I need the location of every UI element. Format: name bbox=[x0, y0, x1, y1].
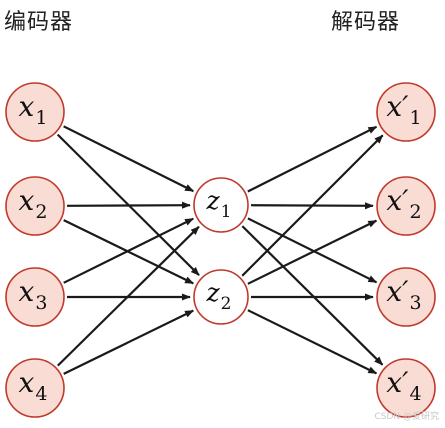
edge-z1-to-xp1 bbox=[247, 125, 378, 193]
latent-node-circle bbox=[193, 269, 249, 325]
input-node-label: x4 bbox=[19, 366, 48, 405]
input-node-circle bbox=[5, 358, 65, 418]
edge-z1-to-xp3 bbox=[247, 217, 378, 284]
node-symbol: z bbox=[206, 186, 221, 215]
output-node-xp4: x′4 bbox=[376, 358, 436, 418]
output-node-label: x′4 bbox=[386, 366, 421, 405]
output-node-circle bbox=[376, 176, 436, 236]
output-node-circle bbox=[376, 267, 436, 327]
encoder-heading: 编码器 bbox=[4, 10, 74, 35]
node-subscript: 1 bbox=[35, 107, 47, 129]
output-node-label: x′3 bbox=[386, 275, 421, 314]
output-node-label: x′1 bbox=[386, 90, 421, 129]
edge-z2-to-xp2 bbox=[247, 219, 378, 285]
latent-node-circle bbox=[193, 177, 249, 233]
decoder-heading: 解码器 bbox=[331, 10, 401, 35]
edge-x3-to-z1 bbox=[63, 217, 195, 284]
input-node-x3: x3 bbox=[5, 267, 65, 327]
output-node-circle bbox=[376, 358, 436, 418]
node-subscript: 2 bbox=[410, 201, 422, 223]
output-node-xp3: x′3 bbox=[376, 267, 436, 327]
node-symbol: x′ bbox=[386, 184, 409, 217]
output-node-circle bbox=[376, 82, 436, 142]
input-node-circle bbox=[5, 176, 65, 236]
edge-z1-to-xp4 bbox=[241, 225, 384, 366]
input-node-x1: x1 bbox=[5, 82, 65, 142]
output-node-label: x′2 bbox=[386, 184, 421, 223]
input-node-label: x3 bbox=[19, 275, 48, 314]
node-subscript: 4 bbox=[410, 383, 422, 405]
node-symbol: x′ bbox=[386, 90, 409, 123]
node-subscript: 2 bbox=[221, 294, 232, 314]
node-subscript: 4 bbox=[35, 383, 47, 405]
node-subscript: 3 bbox=[410, 292, 422, 314]
node-subscript: 3 bbox=[35, 292, 47, 314]
node-symbol: x bbox=[19, 366, 35, 399]
input-node-x2: x2 bbox=[5, 176, 65, 236]
latent-node-z2: z2 bbox=[193, 269, 249, 325]
edge-x4-to-z1 bbox=[57, 225, 200, 367]
latent-node-label: z1 bbox=[206, 186, 232, 222]
connection-layer bbox=[56, 125, 384, 375]
input-node-x4: x4 bbox=[5, 358, 65, 418]
input-node-circle bbox=[5, 82, 65, 142]
input-node-label: x1 bbox=[19, 90, 48, 129]
edge-z2-to-xp1 bbox=[241, 134, 384, 277]
edge-z2-to-xp4 bbox=[247, 309, 378, 375]
node-symbol: x bbox=[19, 184, 35, 217]
node-subscript: 2 bbox=[35, 201, 47, 223]
node-symbol: x′ bbox=[386, 366, 409, 399]
edge-x4-to-z2 bbox=[63, 309, 195, 375]
node-symbol: x bbox=[19, 90, 35, 123]
edge-x1-to-z1 bbox=[63, 125, 195, 193]
latent-node-label: z2 bbox=[206, 278, 232, 314]
edge-x2-to-z1 bbox=[66, 201, 191, 209]
input-node-circle bbox=[5, 267, 65, 327]
node-symbol: z bbox=[206, 278, 221, 307]
watermark-text: CSDN @爱研究 bbox=[374, 412, 439, 422]
output-node-xp2: x′2 bbox=[376, 176, 436, 236]
node-symbol: x′ bbox=[386, 275, 409, 308]
input-node-label: x2 bbox=[19, 184, 48, 223]
latent-node-z1: z1 bbox=[193, 177, 249, 233]
output-node-xp1: x′1 bbox=[376, 82, 436, 142]
node-subscript: 1 bbox=[410, 107, 422, 129]
node-subscript: 1 bbox=[221, 202, 232, 222]
node-symbol: x bbox=[19, 275, 35, 308]
